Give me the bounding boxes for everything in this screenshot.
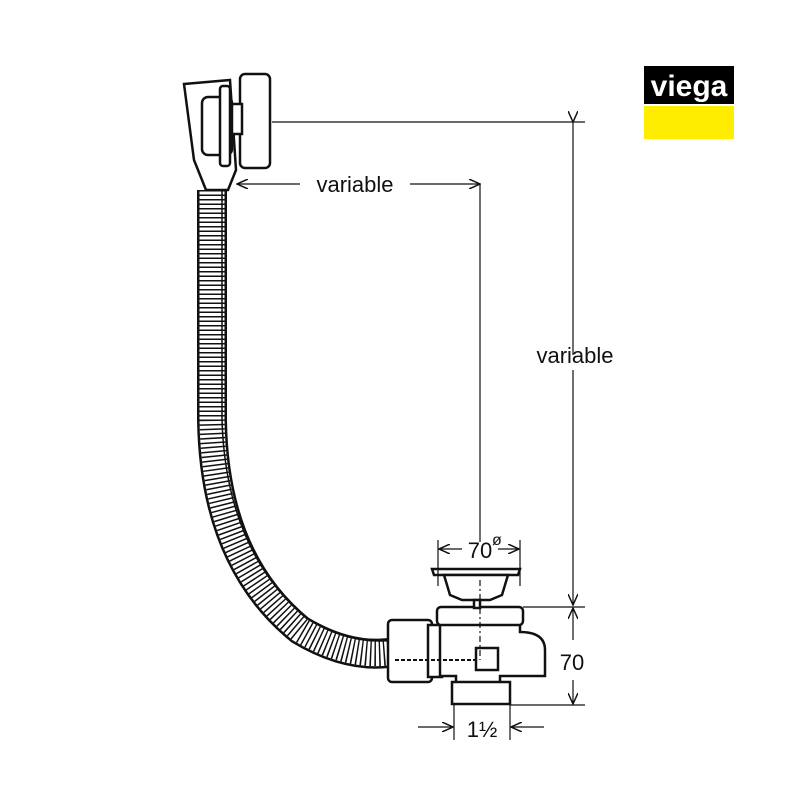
dimension-drain-height: 70 bbox=[560, 650, 584, 675]
diameter-symbol: ø bbox=[492, 532, 502, 549]
dimension-outlet-size: 1½ bbox=[467, 717, 498, 742]
dimension-vertical-variable: variable bbox=[536, 343, 613, 368]
drain-assembly bbox=[386, 567, 547, 706]
overflow-hose bbox=[197, 190, 398, 669]
viega-logo: viega bbox=[644, 66, 734, 139]
overflow-head bbox=[182, 72, 272, 192]
dimension-horizontal-variable: variable bbox=[316, 172, 393, 197]
dimension-lines bbox=[237, 122, 585, 740]
logo-text: viega bbox=[651, 70, 728, 103]
dimension-drain-diameter: 70 bbox=[468, 538, 492, 563]
